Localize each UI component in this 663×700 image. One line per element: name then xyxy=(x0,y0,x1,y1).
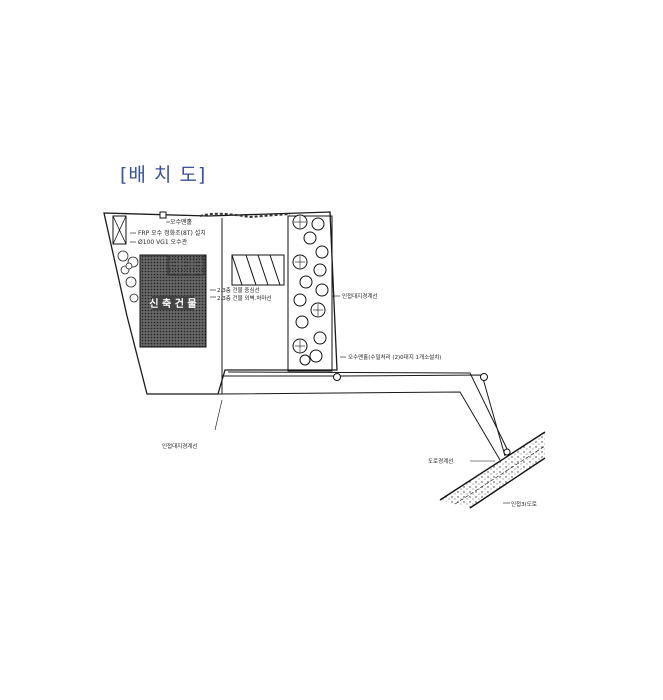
pipe-label: Ø100 VG1 오수관 xyxy=(138,238,188,246)
road-name-label: 인접3(도로 xyxy=(511,500,537,508)
left-shrubs xyxy=(117,250,139,303)
garden-area xyxy=(167,254,205,276)
site-boundary xyxy=(103,211,338,395)
frp-tank xyxy=(112,215,127,245)
boundary-right-label: 인접대지경계선 xyxy=(342,292,377,300)
road xyxy=(440,432,545,508)
manhole-top-label: 오수맨홀 xyxy=(170,218,193,226)
frp-tank-label: FRP 오수 정화조(8T) 설치 xyxy=(138,229,206,237)
manhole-top xyxy=(159,211,167,219)
drive-path xyxy=(217,371,511,461)
manhole-bottom xyxy=(333,373,511,456)
top-wall xyxy=(199,212,291,219)
page-title: [배 치 도] xyxy=(120,164,207,186)
sewer-pipe-route xyxy=(221,218,506,457)
setback-line2-label: 2.3층 건물 외벽.처마선 xyxy=(217,294,271,302)
boundary-left-label: 인접대지경계선 xyxy=(162,442,197,450)
building-label: 신 축 건 물 xyxy=(149,297,196,310)
trees xyxy=(292,214,329,366)
manhole-bottom-label: 오수맨홀(수밀처리 (2)0대지 1개소설치) xyxy=(348,353,441,361)
road-line-label: 도로경계선 xyxy=(428,457,453,465)
leader-lines xyxy=(130,221,510,504)
setback-line-label: 2.3층 건물 중심선 xyxy=(217,286,260,294)
parking-stalls xyxy=(231,254,285,286)
planting-strip xyxy=(287,215,333,372)
